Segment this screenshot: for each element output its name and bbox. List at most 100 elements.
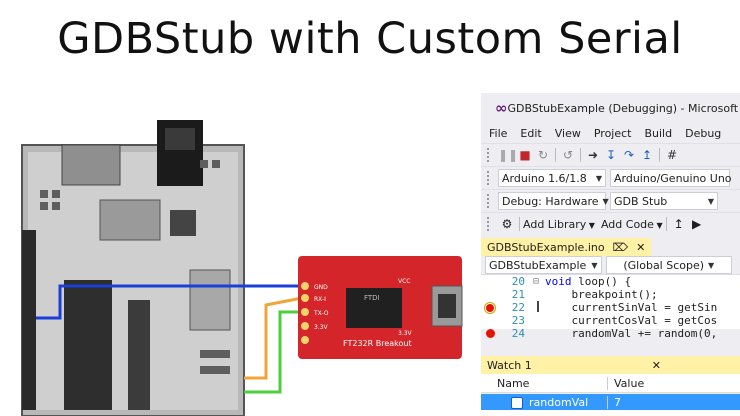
code-line: 24 randomVal += random(0, [481,327,740,340]
tab-label: GDBStubExample.ino [487,240,605,254]
code-text: currentCosVal = getCos [545,314,718,327]
watch-col-name[interactable]: Name [497,376,530,390]
board-select-value: Arduino 1.6/1.8 [502,171,587,185]
menu-build[interactable]: Build [644,126,673,140]
document-tabs: GDBStubExample.ino ⌦ ✕ [481,236,740,256]
watch-tab-label: Watch 1 [487,358,532,372]
close-icon[interactable]: ✕ [636,240,646,254]
config-toolbar: Debug: Hardware▼ GDB Stub▼ [481,189,740,212]
pin-gnd-label: GND [314,284,328,291]
vs-logo-icon: ∞ [495,99,508,117]
navigation-bar: GDBStubExample▼ (Global Scope)▼ [481,256,740,275]
global-scope-value: (Global Scope) [623,258,705,272]
chevron-down-icon: ▼ [602,196,609,206]
breakpoint-icon[interactable] [486,329,495,338]
code-line: 22 currentSinVal = getSin [481,300,740,314]
code-text: currentSinVal = getSin [545,301,718,314]
window-titlebar: ∞ GDBStubExample (Debugging) - Microsoft… [481,93,740,123]
visual-studio-window: ∞ GDBStubExample (Debugging) - Microsoft… [481,93,740,416]
config-select-value: Debug: Hardware [502,194,599,208]
step-into-icon[interactable]: ↧ [605,148,617,162]
run-icon[interactable]: ▶ [692,217,702,231]
close-icon[interactable]: ✕ [651,358,661,372]
board-select[interactable]: Arduino 1.6/1.8 ▼ [498,169,606,187]
watch-row-name: randomVal [529,395,589,409]
step-over-icon[interactable]: ↷ [623,148,635,162]
variable-icon [511,396,523,409]
pin-33v-label: 3.3V [314,324,329,331]
debugger-select[interactable]: GDB Stub ▼ [610,192,718,210]
arduino-board [21,120,245,416]
code-text: breakpoint(); [545,288,658,301]
arduino-toolbar: ⚙ Add Library ▼ Add Code ▼ ↥ ▶ [481,212,740,235]
stop-icon[interactable]: ■ [519,148,531,162]
add-library-button[interactable]: Add Library ▼ [523,217,595,231]
page-title: GDBStub with Custom Serial [57,14,683,64]
project-scope-select[interactable]: GDBStubExample ▼ [485,256,602,274]
toolbar-grip [487,194,494,208]
collapse-icon[interactable]: ⊟ [533,276,540,287]
window-title: GDBStubExample (Debugging) - Microsoft V [507,101,740,115]
pin-rx-label: RX-I [314,296,326,303]
gear-icon[interactable]: ⚙ [501,217,513,231]
device-select[interactable]: Arduino/Genuino Uno [610,169,732,187]
add-code-button[interactable]: Add Code ▼ [600,217,663,231]
chevron-down-icon: ▼ [591,260,598,270]
restart-icon[interactable]: ↻ [537,148,549,162]
menu-bar: File Edit View Project Build Debug [481,123,740,143]
chevron-down-icon: ▼ [707,196,714,206]
line-number: 23 [511,314,525,327]
menu-file[interactable]: File [489,126,508,140]
project-scope-value: GDBStubExample [489,258,587,272]
conditional-breakpoint-icon[interactable] [485,303,495,313]
code-line: 23 currentCosVal = getCos [481,314,740,327]
pin-icon[interactable]: ⌦ [612,240,629,254]
breakout-label: FT232R Breakout [343,339,412,348]
watch-row[interactable]: randomVal 7 [481,394,740,410]
wire-orange [244,296,303,380]
ft232r-breakout: FTDI GND RX-I TX-O 3.3V VCC 3.3V FT232R … [298,256,463,359]
upload-icon[interactable]: ↥ [673,217,684,231]
pin-tx-label: TX-O [313,310,329,317]
chevron-down-icon: ▼ [708,260,715,270]
vcc-label: VCC [398,278,410,285]
menu-debug[interactable]: Debug [685,126,722,140]
wire-blue [36,284,302,320]
line-number: 21 [511,288,525,301]
global-scope-select[interactable]: (Global Scope)▼ [605,256,732,274]
refresh-icon[interactable]: ↺ [562,148,574,162]
watch-header: Name Value [481,374,740,393]
code-line: 21 breakpoint(); [481,288,740,301]
board-toolbar: Arduino 1.6/1.8 ▼ Arduino/Genuino Uno [481,166,740,189]
debugger-select-value: GDB Stub [614,194,668,208]
code-editor[interactable]: 20 ⊟ void loop() { 21 breakpoint(); 22 c… [481,275,740,340]
device-select-value: Arduino/Genuino Uno [614,171,732,185]
line-number: 24 [511,327,525,340]
code-line: 20 ⊟ void loop() { [481,275,740,288]
pause-icon[interactable]: ❚❚ [498,148,519,162]
step-out-icon[interactable]: ↥ [641,148,653,162]
chevron-down-icon: ▼ [595,173,602,183]
watch-window-tab[interactable]: Watch 1 ✕ [481,356,740,374]
menu-edit[interactable]: Edit [520,126,542,140]
watch-col-value[interactable]: Value [607,376,644,390]
watch-row-value[interactable]: 7 [607,395,621,409]
toolbar-grip [487,217,494,231]
menu-project[interactable]: Project [593,126,632,140]
debug-toolbar: ❚❚ ■ ↻ ↺ ➜ ↧ ↷ ↥ # [481,143,740,166]
code-text: loop() { [571,275,632,288]
hex-icon[interactable]: # [666,148,678,162]
hardware-illustration: FTDI GND RX-I TX-O 3.3V VCC 3.3V FT232R … [21,120,463,416]
code-keyword: void [545,275,572,288]
config-select[interactable]: Debug: Hardware▼ [498,192,609,210]
tab-gdbstubexample-ino[interactable]: GDBStubExample.ino ⌦ ✕ [481,238,652,256]
add-library-label: Add Library [523,217,587,231]
chip-label: FTDI [364,294,380,302]
menu-view[interactable]: View [554,126,581,140]
toolbar-grip [487,148,494,162]
show-next-icon[interactable]: ➜ [587,148,599,162]
line-number: 20 [511,275,525,288]
line-number: 22 [511,301,525,314]
code-text: randomVal += random(0, [545,327,718,340]
editor-area: GDBStubExample.ino ⌦ ✕ GDBStubExample ▼ (… [481,236,740,340]
